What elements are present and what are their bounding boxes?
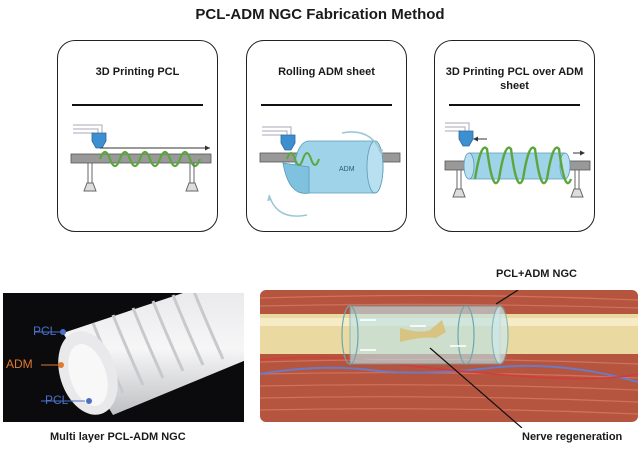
- rolling-adm-illustration: ADM: [259, 126, 401, 217]
- feed-lines: [73, 124, 103, 134]
- inner-pcl-label: PCL: [45, 393, 69, 407]
- pointer-lines: [35, 329, 92, 404]
- nerve-conduit-illustration: [260, 290, 638, 428]
- panel-rolling-adm-sheet: Rolling ADM sheet ADM: [246, 40, 407, 232]
- divider: [72, 104, 203, 106]
- nozzle-icon: [458, 130, 474, 147]
- conduit-photo-image: [35, 293, 244, 415]
- adm-tube-label: ADM: [339, 166, 355, 173]
- regenerating-axon: [400, 320, 446, 342]
- outer-pcl-label: PCL: [33, 324, 57, 338]
- figure-title: PCL-ADM NGC Fabrication Method: [195, 6, 445, 23]
- photo-caption: Multi layer PCL-ADM NGC: [50, 431, 186, 443]
- adm-layer-label: ADM: [6, 357, 33, 371]
- regeneration-pointer: [429, 347, 523, 428]
- pcl-spring: [473, 146, 573, 185]
- nozzle-icon: [280, 134, 296, 151]
- pcl-spring: [98, 150, 202, 168]
- divider: [449, 104, 580, 106]
- printing-pcl-illustration: [70, 124, 212, 192]
- conduit-photo: PCL ADM PCL: [3, 293, 244, 422]
- nozzle-icon: [91, 132, 107, 149]
- divider: [261, 104, 392, 106]
- panel-printing-over-adm: 3D Printing PCL over ADM sheet: [434, 40, 595, 232]
- support-legs: [452, 170, 584, 198]
- panel-title: Rolling ADM sheet: [278, 66, 375, 78]
- support-legs: [83, 163, 199, 192]
- pcl-spring: [286, 152, 320, 166]
- vein: [260, 364, 638, 383]
- rotation-arrow-icon: [268, 194, 308, 217]
- conduit-label: PCL+ADM NGC: [496, 268, 577, 280]
- nerve-regeneration-label: Nerve regeneration: [522, 431, 623, 443]
- conduit-pointer: [495, 290, 519, 305]
- artery: [260, 356, 638, 380]
- panel-title: 3D Printing PCL: [95, 66, 180, 78]
- panel-3d-printing-pcl: 3D Printing PCL: [57, 40, 218, 232]
- printing-over-adm-illustration: [444, 122, 591, 198]
- panel-title: 3D Printing PCL over ADM sheet: [445, 66, 584, 92]
